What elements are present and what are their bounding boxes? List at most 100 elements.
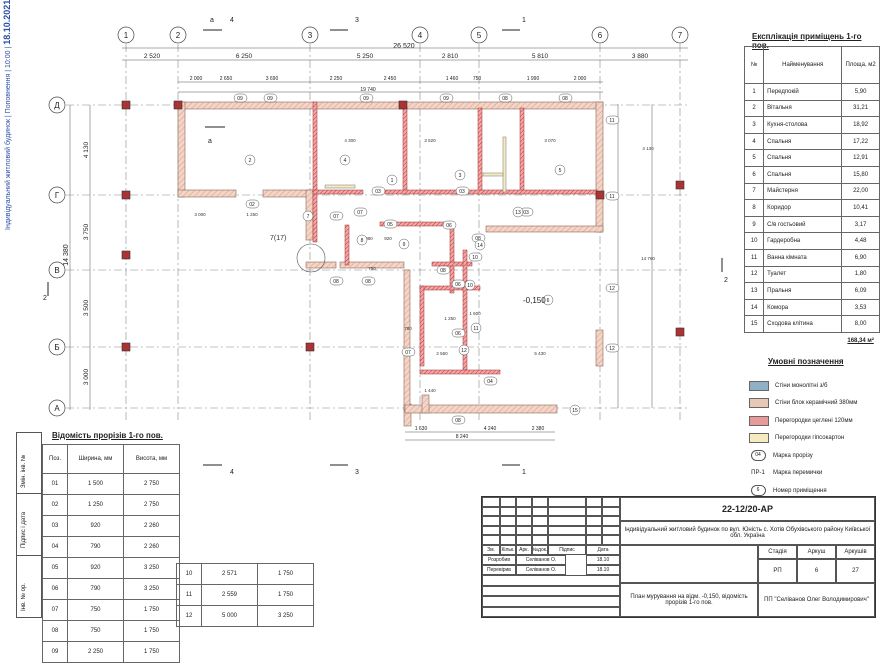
- opening-mark: [329, 211, 344, 221]
- section-2-left: 2: [43, 295, 47, 302]
- title-grid-cell: [586, 525, 602, 536]
- room-number-label: 1: [391, 178, 394, 184]
- openings-cell: 08: [42, 620, 68, 642]
- opening-mark: [359, 93, 374, 103]
- dim-inner: 14 760: [641, 256, 655, 261]
- explication-header-area: Площа, м2: [841, 46, 880, 84]
- opening-mark-label: 04: [487, 379, 493, 385]
- dim-bottom: 2 380: [532, 426, 545, 432]
- title-empty-row: [482, 575, 620, 586]
- rev-label-3: Інв. № ор.: [21, 583, 27, 611]
- opening-mark-label: 09: [443, 96, 449, 102]
- explication-cell-name: Передпокій: [763, 83, 843, 101]
- legend-swatch: [749, 380, 769, 391]
- dim-bottom: 1 630: [415, 426, 428, 432]
- axis-bubble-4: [411, 26, 429, 44]
- title-grid-cell: [516, 535, 532, 545]
- explication-cell-area: 4,48: [841, 232, 880, 250]
- dim-inner: 3 000: [194, 212, 206, 217]
- axis-label-num: 2: [176, 31, 181, 40]
- company-name: ПП "Селіванов Олег Володимирович": [758, 583, 875, 617]
- title-grid-cell: [516, 497, 532, 507]
- opening-mark-label: 08: [365, 279, 371, 285]
- legend-swatch: [749, 433, 769, 444]
- axis-label-num: 5: [477, 31, 482, 40]
- openings-cell: 1 750: [257, 584, 314, 606]
- room-number-label: 6: [547, 298, 550, 304]
- room-number-label: 3: [459, 173, 462, 179]
- dim-second: 2 000: [190, 76, 203, 82]
- axis-label-letter: А: [54, 404, 60, 413]
- sheets-header: Аркушів: [836, 545, 875, 559]
- openings-cell: 02: [42, 494, 68, 516]
- dim-inner: 1 250: [246, 212, 258, 217]
- openings-cell: 1 750: [123, 599, 180, 621]
- legend-label: Перегородки гіпсокартон: [775, 435, 845, 442]
- legend-label: Перегородки цеглені 120мм: [775, 417, 853, 424]
- dim-inner: 920: [384, 236, 392, 241]
- axis-label-num: 1: [124, 31, 129, 40]
- dim-top: 5 250: [357, 53, 374, 60]
- legend-title: Умовні позначення: [768, 357, 844, 366]
- opening-mark-label: 05: [387, 222, 393, 228]
- stage-header: Стадія: [758, 545, 797, 559]
- explication-cell-name: Спальня: [763, 132, 843, 151]
- room-number-label: 10: [467, 283, 473, 289]
- openings-cell: 2 250: [67, 641, 124, 663]
- opening-mark-label: 12: [609, 286, 615, 292]
- opening-mark-label: 07: [333, 214, 339, 220]
- axis-bubble-6: [591, 26, 609, 44]
- opening-mark: [605, 115, 620, 125]
- room-number-label: 12: [461, 348, 467, 354]
- dim-inner: 1 250: [444, 316, 456, 321]
- openings-cell: 3 250: [123, 557, 180, 579]
- room-number-mark: [512, 206, 524, 218]
- doc-code: 22-12/20-АР: [620, 497, 875, 521]
- openings-cell: 2 571: [201, 563, 258, 585]
- openings-header-width: Ширина, мм: [67, 444, 124, 474]
- legend-mark-label: Марка прорізу: [773, 452, 813, 459]
- rev-label-1: Змін. інв. №: [21, 454, 27, 488]
- column-marker: [398, 100, 408, 110]
- legend-item: Стіни монолітні з/б: [749, 377, 874, 395]
- legend-item: Перегородки цеглені 120мм: [749, 412, 874, 430]
- room-number-label: 15: [572, 408, 578, 414]
- explication-cell-area: 3,17: [841, 215, 880, 234]
- title-grid-cell: [482, 497, 500, 507]
- opening-mark: [558, 93, 573, 103]
- opening-mark-label: 08: [455, 418, 461, 424]
- dim-top: 5 810: [532, 53, 549, 60]
- column-marker: [121, 342, 131, 352]
- explication-cell-area: 5,90: [841, 83, 880, 101]
- explication-cell-num: 4: [743, 132, 765, 151]
- title-grid-cell: [586, 506, 602, 517]
- brick-partitions: [312, 101, 598, 375]
- room-number-label: 14: [477, 243, 483, 249]
- opening-mark: [468, 252, 483, 262]
- axis-bubble-1-letter: [48, 96, 66, 114]
- gypsum-partitions: [324, 136, 507, 193]
- openings-cell: 03: [42, 515, 68, 537]
- explication-cell-name: Вітальня: [763, 99, 843, 118]
- axis-bubble-5: [470, 26, 488, 44]
- title-grid-cell: [516, 506, 532, 517]
- explication-cell-area: 10,41: [841, 199, 880, 217]
- openings-cell: 2 260: [123, 515, 180, 537]
- dim-top: 2 520: [144, 53, 161, 60]
- dim-second: 2 450: [384, 76, 397, 82]
- explication-cell-area: 6,09: [841, 282, 880, 300]
- legend-item: Стіни блок керамічний 380мм: [749, 395, 874, 413]
- opening-mark-label: 07: [357, 210, 363, 216]
- room-number-mark: [302, 210, 314, 222]
- axis-bubble-3: [301, 26, 319, 44]
- room-number-label: 4: [344, 158, 347, 164]
- title-grid-cell: [548, 535, 586, 545]
- dim-second: 2 650: [220, 76, 233, 82]
- overall-dimension: 26 520: [393, 43, 415, 50]
